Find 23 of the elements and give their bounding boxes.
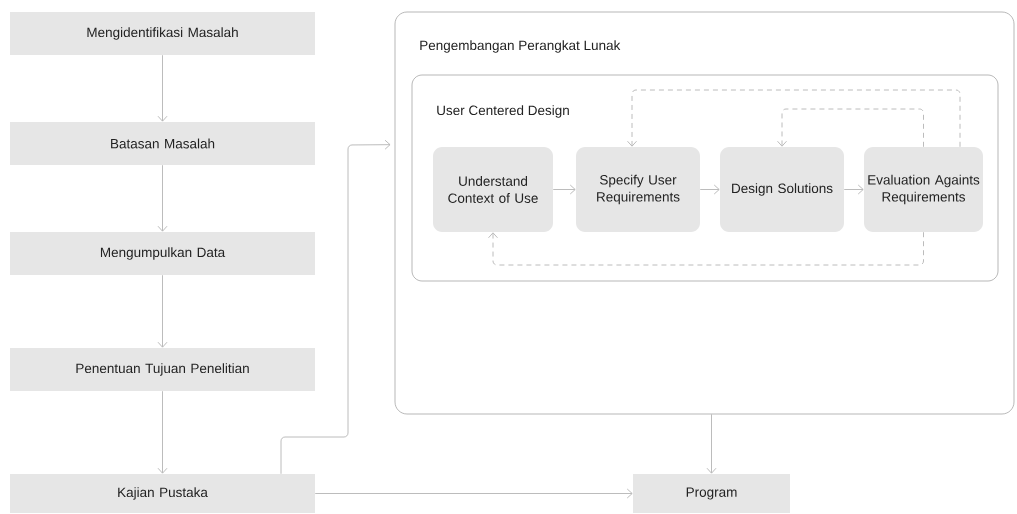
step-box: Penentuan Tujuan Penelitian xyxy=(10,348,315,391)
step-box: Mengumpulkan Data xyxy=(10,232,315,275)
arrow xyxy=(488,231,924,266)
step-box: Mengidentifikasi Masalah xyxy=(10,12,315,55)
process-box: Evaluation Againts Requirements xyxy=(864,147,983,232)
step-box: Kajian Pustaka xyxy=(10,474,315,513)
step-box: Batasan Masalah xyxy=(10,122,315,165)
arrow xyxy=(699,184,720,195)
arrow xyxy=(843,184,864,195)
step-box: Program xyxy=(633,474,790,513)
arrow xyxy=(280,139,391,475)
process-box: Specify User Requirements xyxy=(576,147,700,232)
arrow xyxy=(552,184,576,195)
arrow xyxy=(157,390,168,474)
process-box: Understand Context of Use xyxy=(433,147,553,232)
arrow xyxy=(314,488,633,499)
arrow xyxy=(627,89,961,148)
process-box: Design Solutions xyxy=(720,147,844,232)
arrow xyxy=(157,164,168,232)
arrow xyxy=(706,413,717,474)
arrow xyxy=(157,54,168,122)
arrow xyxy=(777,108,924,148)
arrow xyxy=(157,274,168,348)
